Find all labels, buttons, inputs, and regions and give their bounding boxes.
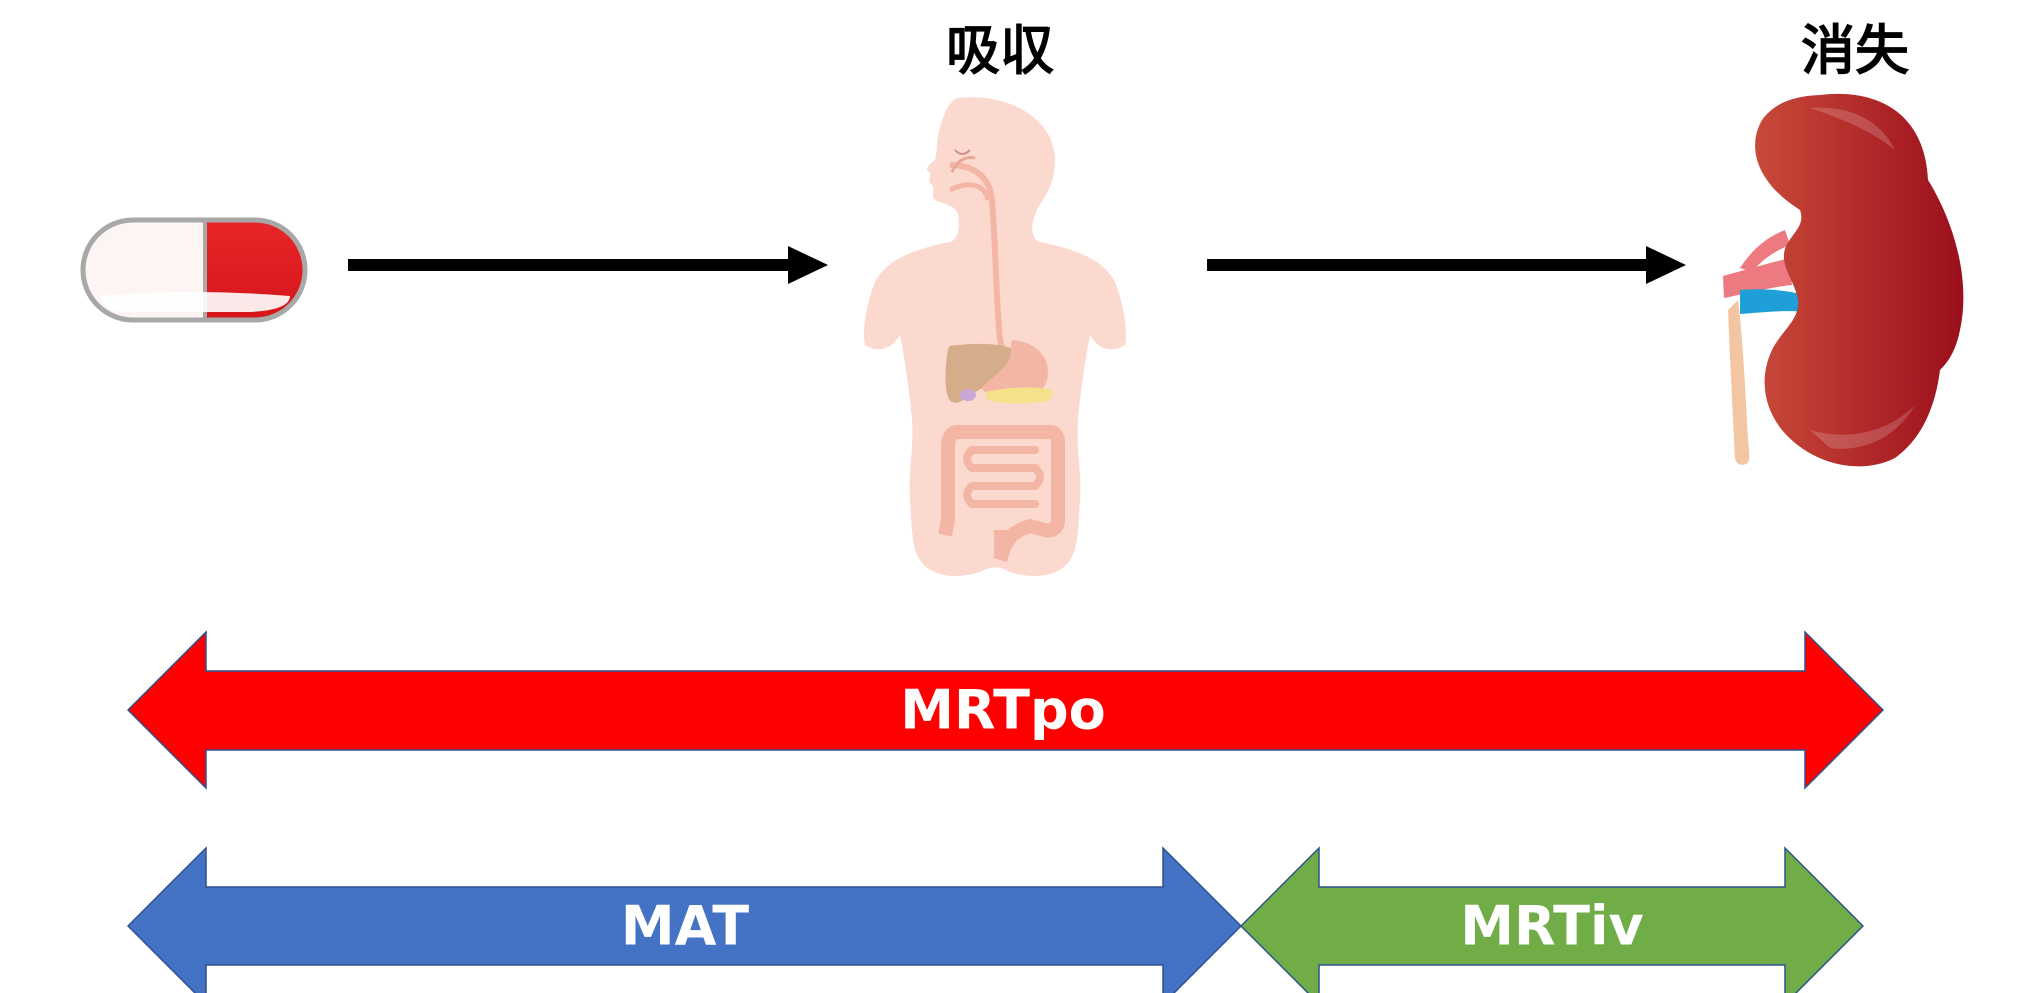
mrtpo-double-arrow: MRTpo [126,630,1885,790]
absorption-label: 吸収 [946,19,1054,82]
kidney-icon [1723,93,1964,467]
mat-label: MAT [621,895,749,958]
mat-double-arrow: MAT [126,846,1243,993]
capsule-icon [80,217,308,323]
mrtiv-label: MRTiv [1460,895,1643,958]
mrtpo-label: MRTpo [900,679,1105,742]
flow-arrow-to-absorption [348,246,828,284]
mrtiv-double-arrow: MRTiv [1239,846,1865,993]
elimination-label: 消失 [1801,19,1909,82]
flow-arrow-to-elimination [1207,246,1686,284]
human-digestive-system-icon [863,97,1127,576]
